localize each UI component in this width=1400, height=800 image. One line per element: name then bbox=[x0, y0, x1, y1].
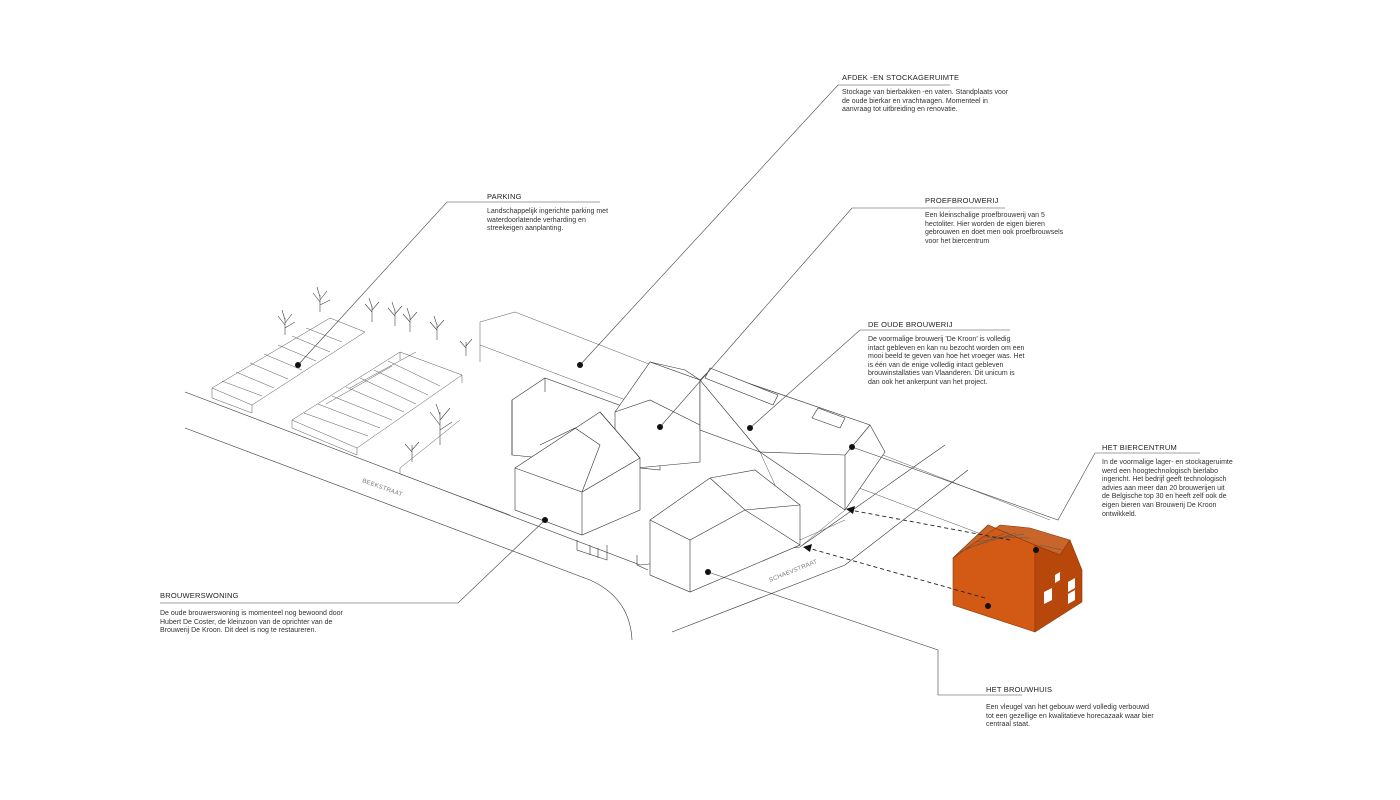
label-biercentrum: HET BIERCENTRUM In de voormalige lager- … bbox=[1102, 443, 1234, 519]
label-biercentrum-text: In de voormalige lager- en stockageruimt… bbox=[1102, 459, 1233, 518]
label-oude-brouwerij: DE OUDE BROUWERIJ De voormalige brouweri… bbox=[868, 320, 1028, 388]
connection-arrows bbox=[803, 506, 1011, 599]
trees bbox=[277, 286, 473, 462]
leader-lines bbox=[160, 84, 1200, 696]
label-parking: PARKING Landschappelijk ingerichte parki… bbox=[487, 192, 615, 234]
label-brouwhuis: HET BROUWHUIS Een vleugel van het gebouw… bbox=[986, 685, 1154, 730]
street-beekstraat: BEEKSTRAAT bbox=[361, 478, 403, 498]
label-oude-brouwerij-title: DE OUDE BROUWERIJ bbox=[868, 320, 953, 329]
label-biercentrum-title: HET BIERCENTRUM bbox=[1102, 443, 1177, 452]
label-afdek-title: AFDEK -EN STOCKAGERUIMTE bbox=[842, 73, 960, 82]
street-schaevstraat: SCHAEVSTRAAT bbox=[769, 559, 819, 584]
biercentrum-building bbox=[952, 524, 1083, 633]
parking-area bbox=[211, 317, 511, 516]
label-brouwerswoning-text: De oude brouwerswoning is momenteel nog … bbox=[160, 610, 343, 635]
brewery-buildings bbox=[511, 361, 886, 593]
label-parking-title: PARKING bbox=[487, 192, 522, 201]
marker-dots bbox=[295, 362, 1039, 609]
label-afdek-text: Stockage van bierbakken -en vaten. Stand… bbox=[842, 89, 1009, 114]
label-brouwhuis-title: HET BROUWHUIS bbox=[986, 685, 1053, 694]
label-afdek: AFDEK -EN STOCKAGERUIMTE Stockage van bi… bbox=[842, 73, 1012, 115]
label-brouwhuis-text: Een vleugel van het gebouw werd volledig… bbox=[986, 704, 1154, 729]
label-brouwerswoning: BROUWERSWONING De oude brouwerswoning is… bbox=[160, 591, 345, 636]
label-proefbrouwerij: PROEFBROUWERIJ Een kleinschalige proefbr… bbox=[925, 196, 1075, 246]
label-parking-text: Landschappelijk ingerichte parking met w… bbox=[487, 208, 609, 233]
label-brouwerswoning-title: BROUWERSWONING bbox=[160, 591, 239, 600]
label-proefbrouwerij-text: Een kleinschalige proefbrouwerij van 5 h… bbox=[925, 212, 1064, 245]
label-proefbrouwerij-title: PROEFBROUWERIJ bbox=[925, 196, 999, 205]
label-oude-brouwerij-text: De voormalige brouwerij 'De Kroon' is vo… bbox=[868, 336, 1025, 386]
